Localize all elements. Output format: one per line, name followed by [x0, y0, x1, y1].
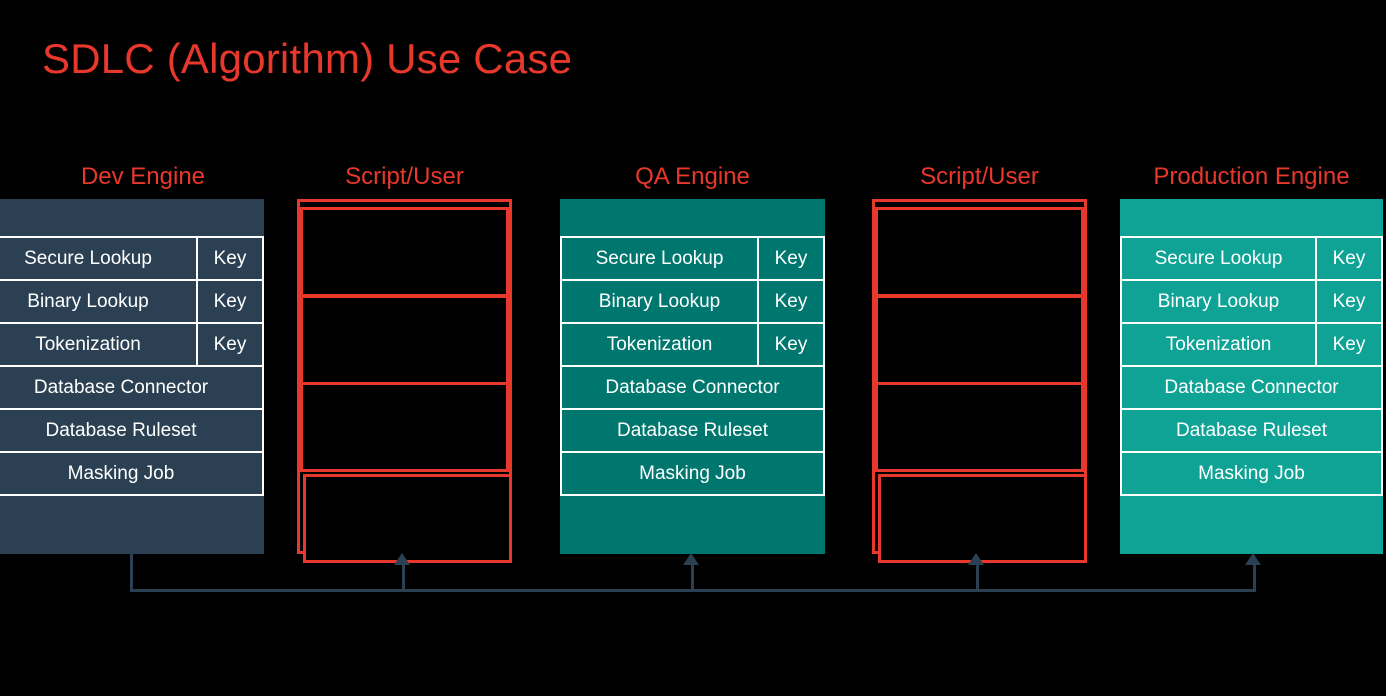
table-row[interactable]: Tokenization Key [0, 322, 264, 367]
script-user-box[interactable] [875, 295, 1084, 385]
table-row[interactable]: Secure Lookup Key [0, 236, 264, 281]
connector-arrow-stem-4 [1253, 563, 1256, 592]
table-row[interactable]: Database Connector [0, 365, 264, 410]
panel-band-bottom [560, 496, 825, 545]
arrow-up-icon [1245, 553, 1261, 565]
row-label: Secure Lookup [1120, 236, 1317, 281]
table-row[interactable]: Binary Lookup Key [560, 279, 825, 324]
row-label: Masking Job [1120, 451, 1383, 496]
table-row[interactable]: Database Ruleset [1120, 408, 1383, 453]
engine-panel-dev[interactable]: Secure Lookup Key Binary Lookup Key Toke… [0, 199, 264, 554]
table-row[interactable]: Secure Lookup Key [560, 236, 825, 281]
script-user-box[interactable] [300, 382, 509, 472]
script-user-box[interactable] [875, 382, 1084, 472]
script-user-box[interactable] [875, 207, 1084, 297]
column-header-production-engine: Production Engine [1153, 163, 1350, 190]
row-label: Tokenization [0, 322, 198, 367]
column-header-script-user-1: Script/User [345, 163, 464, 190]
page-title: SDLC (Algorithm) Use Case [42, 35, 573, 82]
table-row[interactable]: Database Ruleset [0, 408, 264, 453]
row-label: Tokenization [560, 322, 759, 367]
panel-band-top [0, 199, 264, 236]
engine-row-list: Secure Lookup Key Binary Lookup Key Toke… [560, 236, 825, 496]
table-row[interactable]: Binary Lookup Key [0, 279, 264, 324]
table-row[interactable]: Secure Lookup Key [1120, 236, 1383, 281]
row-label: Binary Lookup [0, 279, 198, 324]
table-row[interactable]: Masking Job [1120, 451, 1383, 496]
row-key-cell[interactable]: Key [1315, 279, 1383, 324]
table-row[interactable]: Tokenization Key [1120, 322, 1383, 367]
table-row[interactable]: Database Ruleset [560, 408, 825, 453]
column-header-script-user-2: Script/User [920, 163, 1039, 190]
connector-arrow-stem-3 [976, 563, 979, 592]
engine-panel-production[interactable]: Secure Lookup Key Binary Lookup Key Toke… [1120, 199, 1383, 554]
connector-arrow-stem-1 [402, 563, 405, 592]
row-key-cell[interactable]: Key [1315, 322, 1383, 367]
row-key-cell[interactable]: Key [196, 279, 264, 324]
row-label: Secure Lookup [0, 236, 198, 281]
script-user-panel-2[interactable] [872, 199, 1087, 563]
row-label: Database Connector [1120, 365, 1383, 410]
connector-origin-stem [130, 553, 133, 592]
row-label: Database Connector [0, 365, 264, 410]
arrow-up-icon [968, 553, 984, 565]
script-user-box[interactable] [300, 207, 509, 297]
row-label: Binary Lookup [1120, 279, 1317, 324]
panel-band-top [1120, 199, 1383, 236]
row-label: Database Ruleset [0, 408, 264, 453]
arrow-up-icon [683, 553, 699, 565]
row-key-cell[interactable]: Key [196, 236, 264, 281]
row-label: Binary Lookup [560, 279, 759, 324]
table-row[interactable]: Binary Lookup Key [1120, 279, 1383, 324]
connector-arrow-stem-2 [691, 563, 694, 592]
panel-band-bottom [1120, 496, 1383, 545]
arrow-up-icon [394, 553, 410, 565]
table-row[interactable]: Masking Job [560, 451, 825, 496]
row-key-cell[interactable]: Key [757, 322, 825, 367]
engine-panel-qa[interactable]: Secure Lookup Key Binary Lookup Key Toke… [560, 199, 825, 554]
row-label: Tokenization [1120, 322, 1317, 367]
engine-row-list: Secure Lookup Key Binary Lookup Key Toke… [1120, 236, 1383, 496]
column-header-dev-engine: Dev Engine [80, 163, 206, 190]
row-key-cell[interactable]: Key [1315, 236, 1383, 281]
row-key-cell[interactable]: Key [757, 236, 825, 281]
column-header-qa-engine: QA Engine [635, 163, 750, 190]
row-label: Database Connector [560, 365, 825, 410]
table-row[interactable]: Masking Job [0, 451, 264, 496]
table-row[interactable]: Database Connector [560, 365, 825, 410]
script-user-box[interactable] [300, 295, 509, 385]
engine-row-list: Secure Lookup Key Binary Lookup Key Toke… [0, 236, 264, 496]
table-row[interactable]: Tokenization Key [560, 322, 825, 367]
row-key-cell[interactable]: Key [196, 322, 264, 367]
row-label: Database Ruleset [1120, 408, 1383, 453]
row-label: Database Ruleset [560, 408, 825, 453]
panel-band-bottom [0, 496, 264, 545]
script-user-panel-1[interactable] [297, 199, 512, 563]
panel-band-top [560, 199, 825, 236]
row-label: Masking Job [560, 451, 825, 496]
script-user-box[interactable] [878, 474, 1087, 563]
row-key-cell[interactable]: Key [757, 279, 825, 324]
row-label: Secure Lookup [560, 236, 759, 281]
script-user-box[interactable] [303, 474, 512, 563]
table-row[interactable]: Database Connector [1120, 365, 1383, 410]
row-label: Masking Job [0, 451, 264, 496]
